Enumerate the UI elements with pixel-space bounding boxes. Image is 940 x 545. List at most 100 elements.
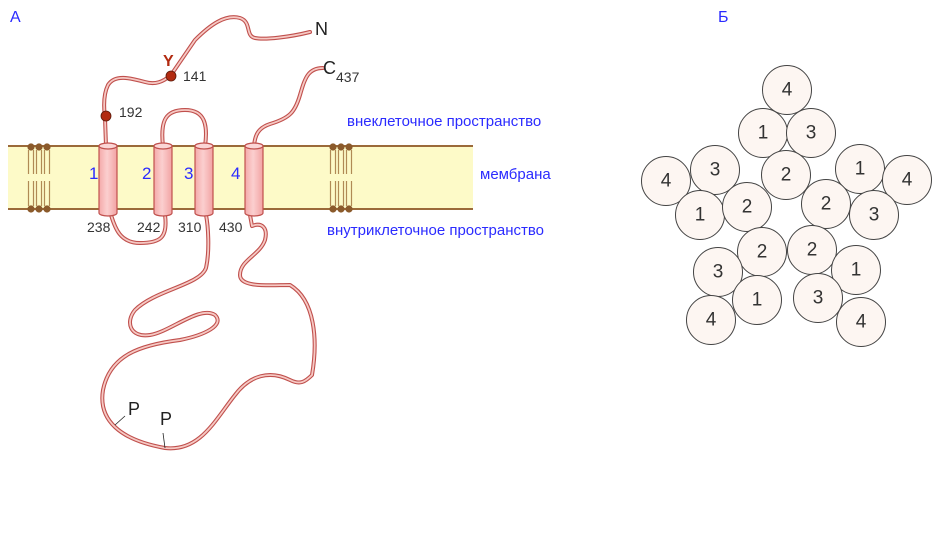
helix-body	[153, 146, 173, 217]
lipid-tail	[35, 150, 43, 174]
lipid-head	[35, 205, 43, 213]
lipid-head	[27, 143, 35, 151]
phospho-tick-1	[114, 415, 126, 426]
helix-circle-label: 3	[806, 123, 817, 144]
subunit-bottom-right: 2 1 3 4	[787, 225, 886, 347]
lipid-bilayer-icon	[329, 143, 353, 213]
lipid-head	[43, 143, 51, 151]
helix-circle	[786, 108, 836, 158]
membrane	[8, 145, 473, 210]
membrane-label: мембрана	[480, 166, 551, 183]
helix-circle	[690, 145, 740, 195]
residue-label-430: 430	[219, 219, 243, 235]
lipid-tail	[329, 181, 337, 206]
lipid-bilayer-icon	[27, 143, 51, 213]
membrane-band	[8, 146, 473, 209]
helix-top	[244, 142, 264, 150]
helix-circle	[732, 275, 782, 325]
residue-label-238: 238	[87, 219, 111, 235]
lipid-tail	[345, 181, 353, 206]
helix-circle-label: 1	[758, 123, 769, 144]
subunit-bottom-left: 2 3 1 4	[686, 227, 787, 345]
helix-top	[98, 142, 118, 150]
helix-circle	[686, 295, 736, 345]
helix-cylinder-4	[244, 142, 264, 217]
glycosylation-icon: Y	[163, 53, 174, 70]
helix-circle	[801, 179, 851, 229]
helix-circle	[762, 65, 812, 115]
transmembrane-helices	[98, 142, 264, 217]
helix-circle	[836, 297, 886, 347]
helix-circle-label: 4	[706, 310, 717, 331]
chain-fill	[101, 16, 324, 450]
helix-circle-label: 4	[661, 171, 672, 192]
helix-circle-label: 2	[781, 165, 792, 186]
extracellular-label: внеклеточное пространство	[347, 113, 541, 130]
helix-circle-label: 1	[695, 205, 706, 226]
phospho-label-2: P	[160, 409, 172, 429]
helix-circle-label: 2	[821, 194, 832, 215]
helix-circle-label: 3	[813, 288, 824, 309]
helix-number-4: 4	[231, 164, 240, 183]
lipid-head	[337, 143, 345, 151]
lipid-head	[337, 205, 345, 213]
panel-a-label: А	[10, 9, 21, 26]
helix-circle-label: 3	[713, 262, 724, 283]
helix-circle-label: 3	[710, 160, 721, 181]
helix-circle	[882, 155, 932, 205]
lipid-tail	[337, 150, 345, 174]
helix-body	[194, 146, 214, 217]
helix-cylinder-3	[194, 142, 214, 217]
lipid-head	[27, 205, 35, 213]
residue-label-242: 242	[137, 219, 161, 235]
n-terminus-label: N	[315, 19, 328, 39]
helix-number-3: 3	[184, 164, 193, 183]
phospho-label-1: P	[128, 399, 140, 419]
helix-circle	[641, 156, 691, 206]
lipid-tail	[337, 181, 345, 206]
chain-outline	[100, 15, 325, 451]
helix-top	[153, 142, 173, 150]
lipid-tail	[27, 181, 35, 206]
helix-cylinder-1	[98, 142, 118, 217]
helix-cylinder-2	[153, 142, 173, 217]
intracellular-label: внутриклеточное пространство	[327, 222, 544, 239]
helix-circle	[831, 245, 881, 295]
lipid-head	[329, 143, 337, 151]
helix-circle	[722, 182, 772, 232]
helix-circle-label: 2	[807, 240, 818, 261]
c-terminus-label: C	[323, 58, 336, 78]
helix-circle-label: 1	[752, 290, 763, 311]
helix-circle-label: 2	[742, 197, 753, 218]
lipid-tail	[345, 150, 353, 174]
residue-label-310: 310	[178, 219, 202, 235]
lipid-tail	[43, 150, 51, 174]
helix-body	[98, 146, 118, 217]
helix-circle-label: 2	[757, 242, 768, 263]
helix-circle	[761, 150, 811, 200]
lipid-head	[345, 205, 353, 213]
lipid-tail	[35, 181, 43, 206]
lipid-tail	[329, 150, 337, 174]
subunit-left: 4 3 1 2	[641, 145, 772, 240]
glycosylation-site-dot	[165, 70, 177, 82]
helix-circle-label: 1	[851, 260, 862, 281]
helix-circle	[849, 190, 899, 240]
site-label-192: 192	[119, 104, 143, 120]
site-label-141: 141	[183, 68, 207, 84]
helix-top	[194, 142, 214, 150]
lipid-head	[35, 143, 43, 151]
helix-circle-label: 4	[902, 170, 913, 191]
subunit-right: 1 4 2 3	[801, 144, 932, 240]
panel-b-label: Б	[718, 9, 729, 26]
helix-circle-label: 1	[855, 159, 866, 180]
c-terminus-residue: 437	[336, 69, 360, 85]
helix-circle	[835, 144, 885, 194]
helix-circle-label: 3	[869, 205, 880, 226]
helix-circle-label: 4	[856, 312, 867, 333]
site-192-dot	[100, 110, 112, 122]
phospho-tick-2	[162, 432, 166, 449]
polypeptide-chain	[100, 15, 325, 451]
